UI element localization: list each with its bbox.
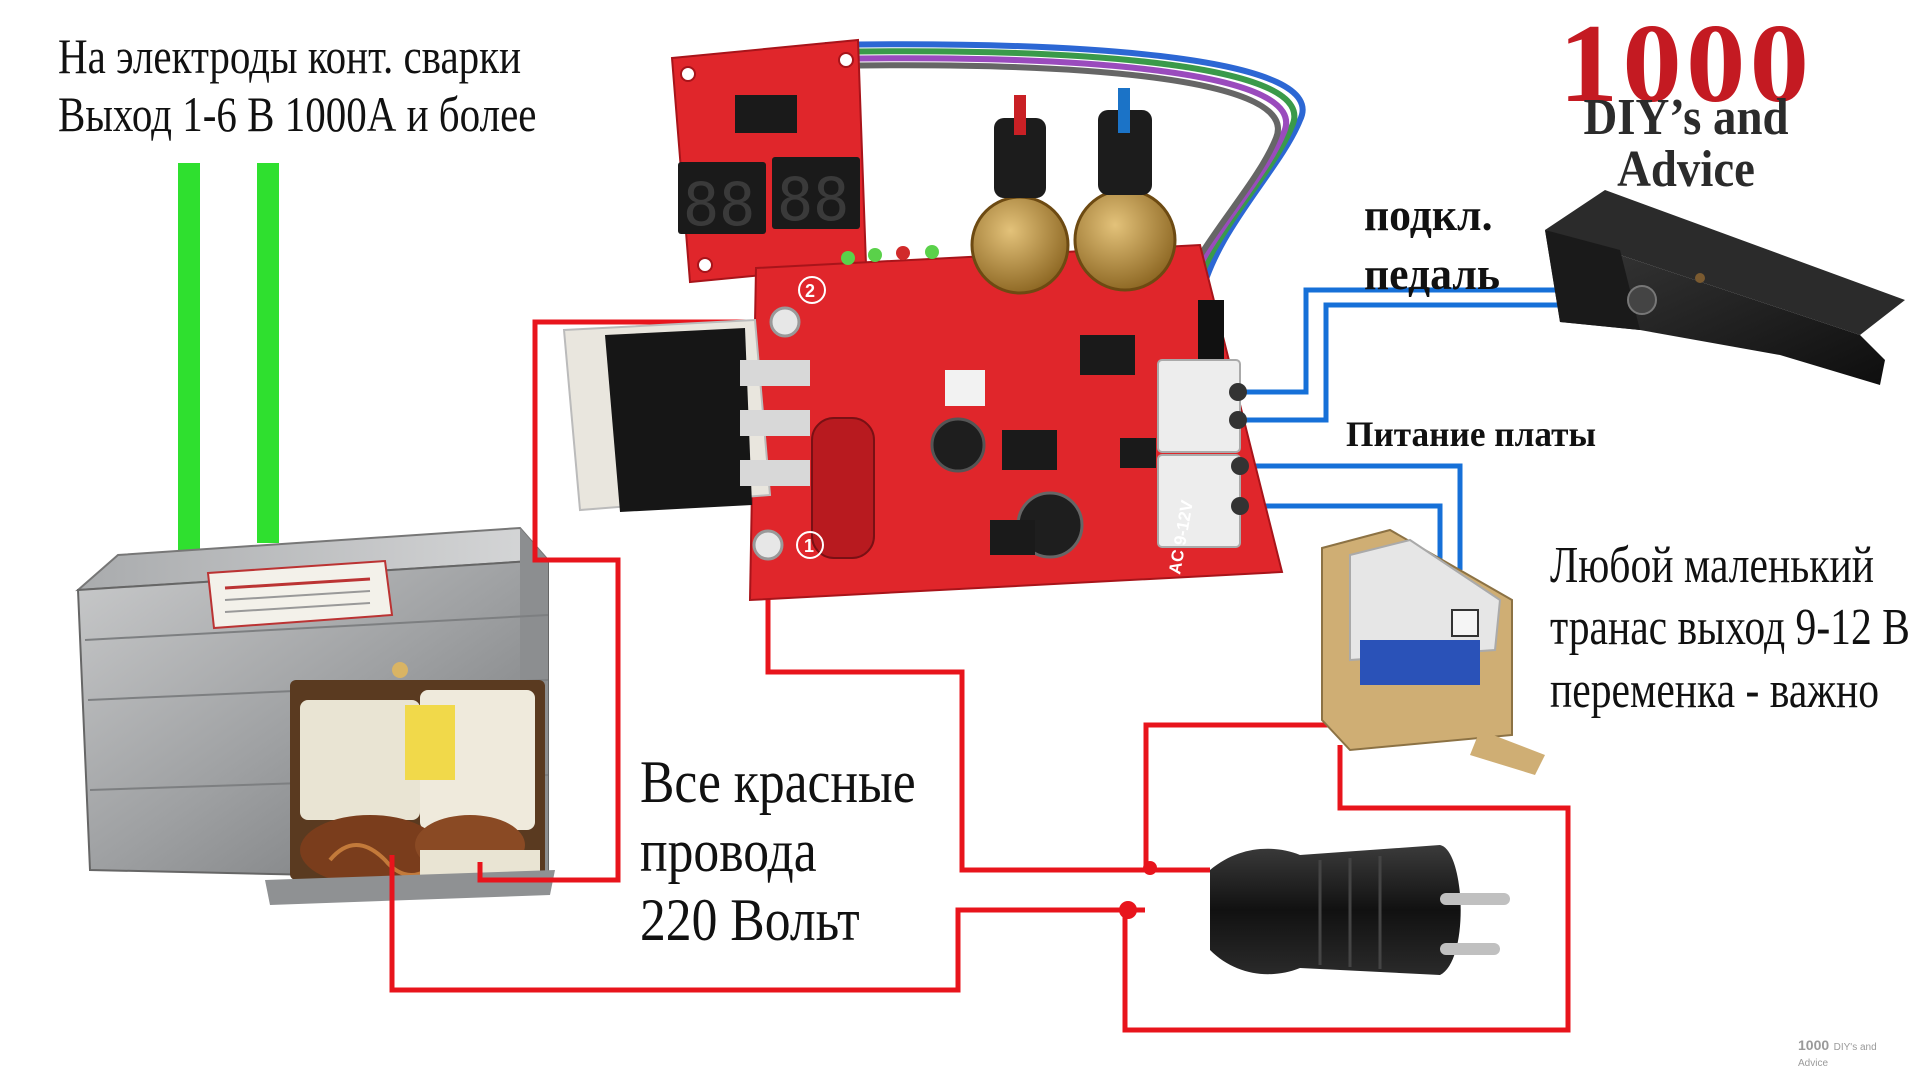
mains-wire-small-transformer-a [1143, 722, 1330, 870]
electrode-label-line2: Выход 1-6 В 1000А и более [58, 85, 537, 142]
junction-dot-bottom [1119, 901, 1137, 919]
pedal-wire-b [1238, 302, 1560, 423]
low-voltage-wires [1238, 287, 1560, 580]
brand-logo: 1000 DIY’s and Advice [1505, 8, 1867, 196]
display-digits-right: 88 [777, 165, 849, 235]
watermark-text: DIY's and Advice [1798, 1042, 1877, 1069]
board-power-label: Питание платы [1346, 414, 1597, 454]
electrode-wire-left [178, 163, 200, 563]
red-wires-label: Все красные провода 220 Вольт [640, 748, 916, 955]
watermark-number: 1000 [1798, 1037, 1830, 1053]
mains-plug [1210, 845, 1510, 975]
electrode-label-line1: На электроды конт. сварки [58, 28, 522, 84]
watermark: 1000 DIY's and Advice [1798, 1038, 1888, 1070]
mains-wires [389, 319, 1571, 1033]
power-wire-a [1240, 463, 1463, 570]
red-wires-label-line3: 220 Вольт [640, 887, 860, 953]
red-wires-label-line1: Все красные [640, 749, 916, 815]
display-digits-left: 88 [683, 170, 755, 240]
small-transformer-label-line1: Любой маленький [1550, 537, 1874, 594]
pedal-label-line2: педаль [1364, 247, 1500, 299]
small-transformer [1321, 528, 1545, 775]
power-wire-b [1240, 503, 1443, 580]
small-transformer-label-line2: транас выход 9-12 В [1550, 599, 1910, 657]
terminal-2-label: 2 [805, 281, 815, 301]
electrode-wire-right [257, 163, 279, 543]
junction-dot-top [1143, 861, 1157, 875]
pedal-label-line1: подкл. [1364, 189, 1493, 240]
mains-wire-small-transformer-b [1122, 745, 1571, 1033]
display-module: 88 88 [670, 38, 868, 284]
mains-wire-board-terminal-2 [477, 319, 785, 883]
small-transformer-label: Любой маленький транас выход 9-12 В пере… [1550, 535, 1910, 722]
small-transformer-label-line3: переменка - важно [1550, 661, 1880, 719]
mains-wire-mot-return [389, 855, 1145, 993]
brand-logo-subtitle: DIY’s and Advice [1583, 89, 1789, 198]
ribbon-cable [824, 41, 1306, 301]
electrode-output-label: На электроды конт. сварки Выход 1-6 В 10… [58, 28, 536, 143]
brand-logo-number: 1000 [1558, 2, 1814, 126]
pedal-wire-a [1238, 287, 1560, 395]
foot-pedal [1545, 190, 1905, 385]
pedal-connection-label: подкл. педаль [1364, 186, 1500, 304]
red-wires-label-line2: провода [640, 818, 817, 884]
terminal-1-label: 1 [804, 536, 814, 556]
microwave-transformer [75, 526, 555, 905]
electrode-wires [178, 163, 279, 563]
control-board: 2 1 AC 9-12V [562, 88, 1284, 602]
mains-wire-board-terminal-1 [765, 558, 1210, 873]
